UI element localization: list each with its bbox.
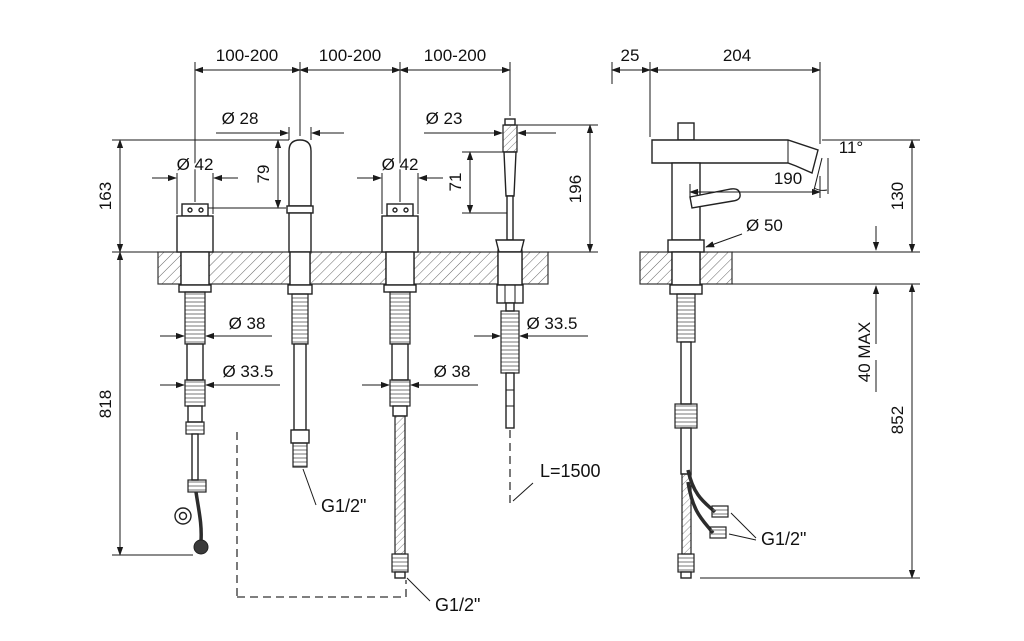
dim-valve-right-diameter: Ø 42 — [382, 155, 419, 174]
dim-handshower-height: 196 — [566, 175, 585, 203]
hose-end-ball — [193, 539, 209, 555]
dim-height-above-deck: 163 — [96, 182, 115, 210]
hand-shower — [495, 118, 525, 429]
valve-left — [174, 203, 214, 555]
deck-front — [157, 249, 549, 287]
deck-front-slab — [157, 251, 549, 285]
dim-span-1: 100-200 — [216, 46, 278, 65]
dim-spout-rise: 79 — [254, 165, 273, 184]
valve-right — [381, 203, 419, 579]
dim-spout-angle: 11° — [839, 138, 863, 157]
front-dimensions: 100-200 100-200 100-200 163 818 79 71 — [94, 44, 602, 617]
dim-handshower-rise: 71 — [446, 173, 465, 192]
label-hose-length: L=1500 — [540, 461, 601, 481]
dim-deck-max: 40 MAX — [855, 322, 874, 382]
label-spout-connection: G1/2" — [321, 496, 366, 516]
dim-depth-below-deck: 818 — [96, 390, 115, 418]
dim-receiver: Ø 33.5 — [526, 314, 577, 333]
dim-depth-side: 852 — [888, 406, 907, 434]
label-side-connection: G1/2" — [761, 529, 806, 549]
dim-base-diameter: Ø 50 — [746, 216, 783, 235]
dim-spout-diameter: Ø 28 — [222, 109, 259, 128]
side-dimensions: 25 204 11° 190 Ø 50 130 40 — [611, 44, 920, 579]
spout-front — [286, 139, 314, 468]
dim-handshower-diameter: Ø 23 — [426, 109, 463, 128]
mixer-side — [651, 122, 819, 579]
dim-valve-left-diameter: Ø 42 — [177, 155, 214, 174]
dim-shank-left-lower: Ø 33.5 — [222, 362, 273, 381]
dim-spout-height: 130 — [888, 182, 907, 210]
label-valve-connection: G1/2" — [435, 595, 480, 615]
dim-span-2: 100-200 — [319, 46, 381, 65]
front-view: 100-200 100-200 100-200 163 818 79 71 — [94, 44, 602, 617]
side-view: 25 204 11° 190 Ø 50 130 40 — [611, 44, 920, 579]
dim-shank-left: Ø 38 — [229, 314, 266, 333]
dim-spout-projection: 190 — [774, 169, 802, 188]
dim-shank-right: Ø 38 — [434, 362, 471, 381]
dim-span-3: 100-200 — [424, 46, 486, 65]
dim-reach: 204 — [723, 46, 751, 65]
dim-offset: 25 — [621, 46, 640, 65]
hose-routing-dashed — [236, 430, 511, 598]
